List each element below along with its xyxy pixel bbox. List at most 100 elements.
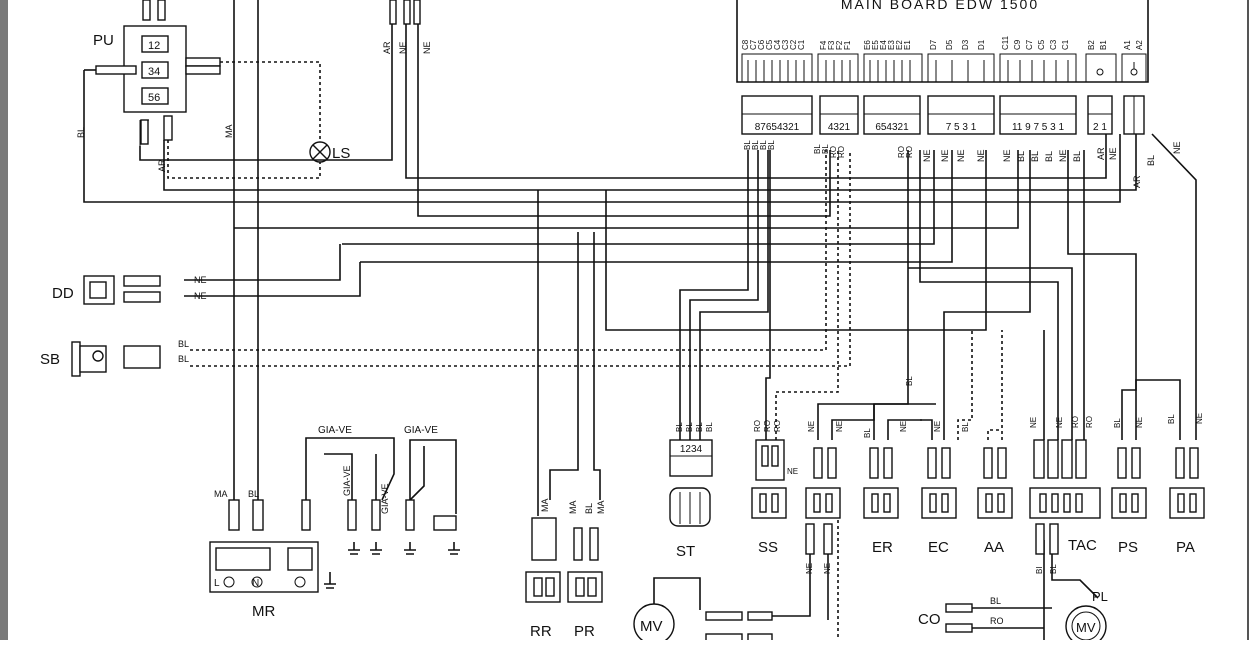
pin-label: C3 (1049, 39, 1058, 50)
pin-label: C9 (1013, 39, 1022, 50)
svg-text:NE: NE (899, 421, 908, 432)
board-pin-labels: C8 C7 C6 C5 C4 C3 C2 C1 F4 F3 F2 F1 E6 E… (741, 35, 1144, 50)
connector-label: 654321 (875, 122, 909, 133)
pin-label: D5 (945, 39, 954, 50)
svg-text:BL: BL (767, 140, 776, 150)
svg-text:RO: RO (837, 146, 846, 158)
svg-text:BL: BL (813, 144, 822, 154)
svg-text:RO: RO (773, 420, 782, 432)
pr-label: PR (574, 623, 595, 640)
pin-label: C3 (781, 39, 790, 50)
main-board-outline (736, 0, 1149, 83)
connector-label: 4321 (828, 122, 851, 133)
svg-text:56: 56 (148, 92, 160, 104)
pin-label: E3 (887, 40, 896, 50)
st-label: ST (676, 543, 695, 560)
dd-label: DD (52, 285, 74, 302)
ps-label: PS (1118, 539, 1138, 556)
pin-label: F2 (835, 40, 844, 50)
svg-text:RO: RO (990, 616, 1004, 626)
svg-text:RO: RO (897, 146, 906, 158)
pin-label: D1 (977, 39, 986, 50)
ss-label: SS (758, 539, 778, 556)
component-rr: MA RR (525, 499, 561, 640)
svg-text:BL: BL (1016, 151, 1026, 162)
svg-text:NE: NE (194, 291, 207, 301)
pin-label: C1 (797, 39, 806, 50)
svg-text:AR: AR (157, 159, 167, 172)
svg-text:MA: MA (540, 499, 550, 513)
pin-label: E1 (903, 40, 912, 50)
component-co-pl: BI BL CO BL RO MV PL (918, 523, 1108, 645)
pin-label: A1 (1123, 40, 1132, 50)
svg-text:34: 34 (148, 66, 160, 78)
svg-text:NE: NE (398, 41, 408, 54)
svg-text:RO: RO (753, 420, 762, 432)
pl-label: PL (1092, 589, 1108, 604)
pin-label: E4 (879, 40, 888, 50)
wire-harness (83, 0, 1197, 640)
component-mv: NE NE MV (633, 523, 833, 645)
svg-text:BL: BL (584, 503, 594, 514)
connector-pairs: NE NE BL NE BL NE BL NE NE RO RO BL NE B… (807, 376, 1204, 479)
svg-text:BL: BL (675, 422, 684, 432)
svg-text:12: 12 (148, 40, 160, 52)
svg-text:BL: BL (1167, 414, 1176, 424)
pin-label: F4 (819, 40, 828, 50)
svg-text:BL: BL (759, 140, 768, 150)
pin-label: C1 (1061, 39, 1070, 50)
pin-label: C5 (765, 39, 774, 50)
svg-text:BL: BL (178, 354, 189, 364)
co-label: CO (918, 611, 941, 628)
svg-text:GIA-VE: GIA-VE (342, 465, 352, 496)
svg-text:NE: NE (976, 149, 986, 162)
svg-text:NE: NE (956, 149, 966, 162)
svg-text:NE: NE (1172, 141, 1182, 154)
pin-label: C7 (749, 39, 758, 50)
pin-label: E6 (863, 40, 872, 50)
pu-label: PU (93, 32, 114, 49)
svg-text:BI: BI (1035, 566, 1044, 574)
component-ss: RO RO RO NE SS (751, 420, 798, 556)
aa-label: AA (984, 539, 1004, 556)
ls-label: LS (332, 145, 350, 162)
pin-label: E2 (895, 40, 904, 50)
tac-label: TAC (1068, 537, 1097, 554)
ec-label: EC (928, 539, 949, 556)
component-dd: DD NE NE (52, 275, 207, 305)
svg-text:BL: BL (705, 422, 714, 432)
main-board: MAIN BOARD EDW 1500 C8 C7 C6 C5 C4 (736, 0, 1182, 188)
svg-text:GIA-VE: GIA-VE (380, 483, 390, 514)
pin-label: C6 (757, 39, 766, 50)
pin-label: F1 (843, 40, 852, 50)
pin-label: E5 (871, 40, 880, 50)
mv-label: MV (640, 618, 663, 635)
svg-text:MV: MV (1076, 620, 1096, 635)
svg-text:NE: NE (787, 467, 798, 476)
component-mr: MA BL L N MR (209, 489, 336, 620)
svg-text:RO: RO (829, 146, 838, 158)
svg-text:RO: RO (905, 146, 914, 158)
svg-text:MA: MA (596, 501, 606, 515)
svg-text:BL: BL (685, 422, 694, 432)
connector-label: 7 5 3 1 (946, 122, 977, 133)
svg-text:GIA-VE: GIA-VE (404, 425, 438, 436)
pin-label: D3 (961, 39, 970, 50)
svg-text:BL: BL (1146, 155, 1156, 166)
sb-label: SB (40, 351, 60, 368)
component-sockets: ER EC AA TAC PS PA (805, 487, 1205, 556)
svg-text:AR: AR (1132, 175, 1142, 188)
board-wire-labels: BL BL BL BL BL BL RO RO RO RO NE NE NE N… (743, 140, 1182, 188)
svg-text:RO: RO (1085, 416, 1094, 428)
svg-text:BL: BL (1072, 151, 1082, 162)
svg-text:NE: NE (940, 149, 950, 162)
svg-text:BL: BL (990, 596, 1001, 606)
svg-text:NE: NE (1002, 149, 1012, 162)
main-board-title: MAIN BOARD EDW 1500 (841, 0, 1039, 12)
pin-label: C7 (1025, 39, 1034, 50)
lamp-ls: LS (309, 141, 350, 163)
svg-text:BL: BL (863, 428, 872, 438)
svg-text:NE: NE (1108, 147, 1118, 160)
